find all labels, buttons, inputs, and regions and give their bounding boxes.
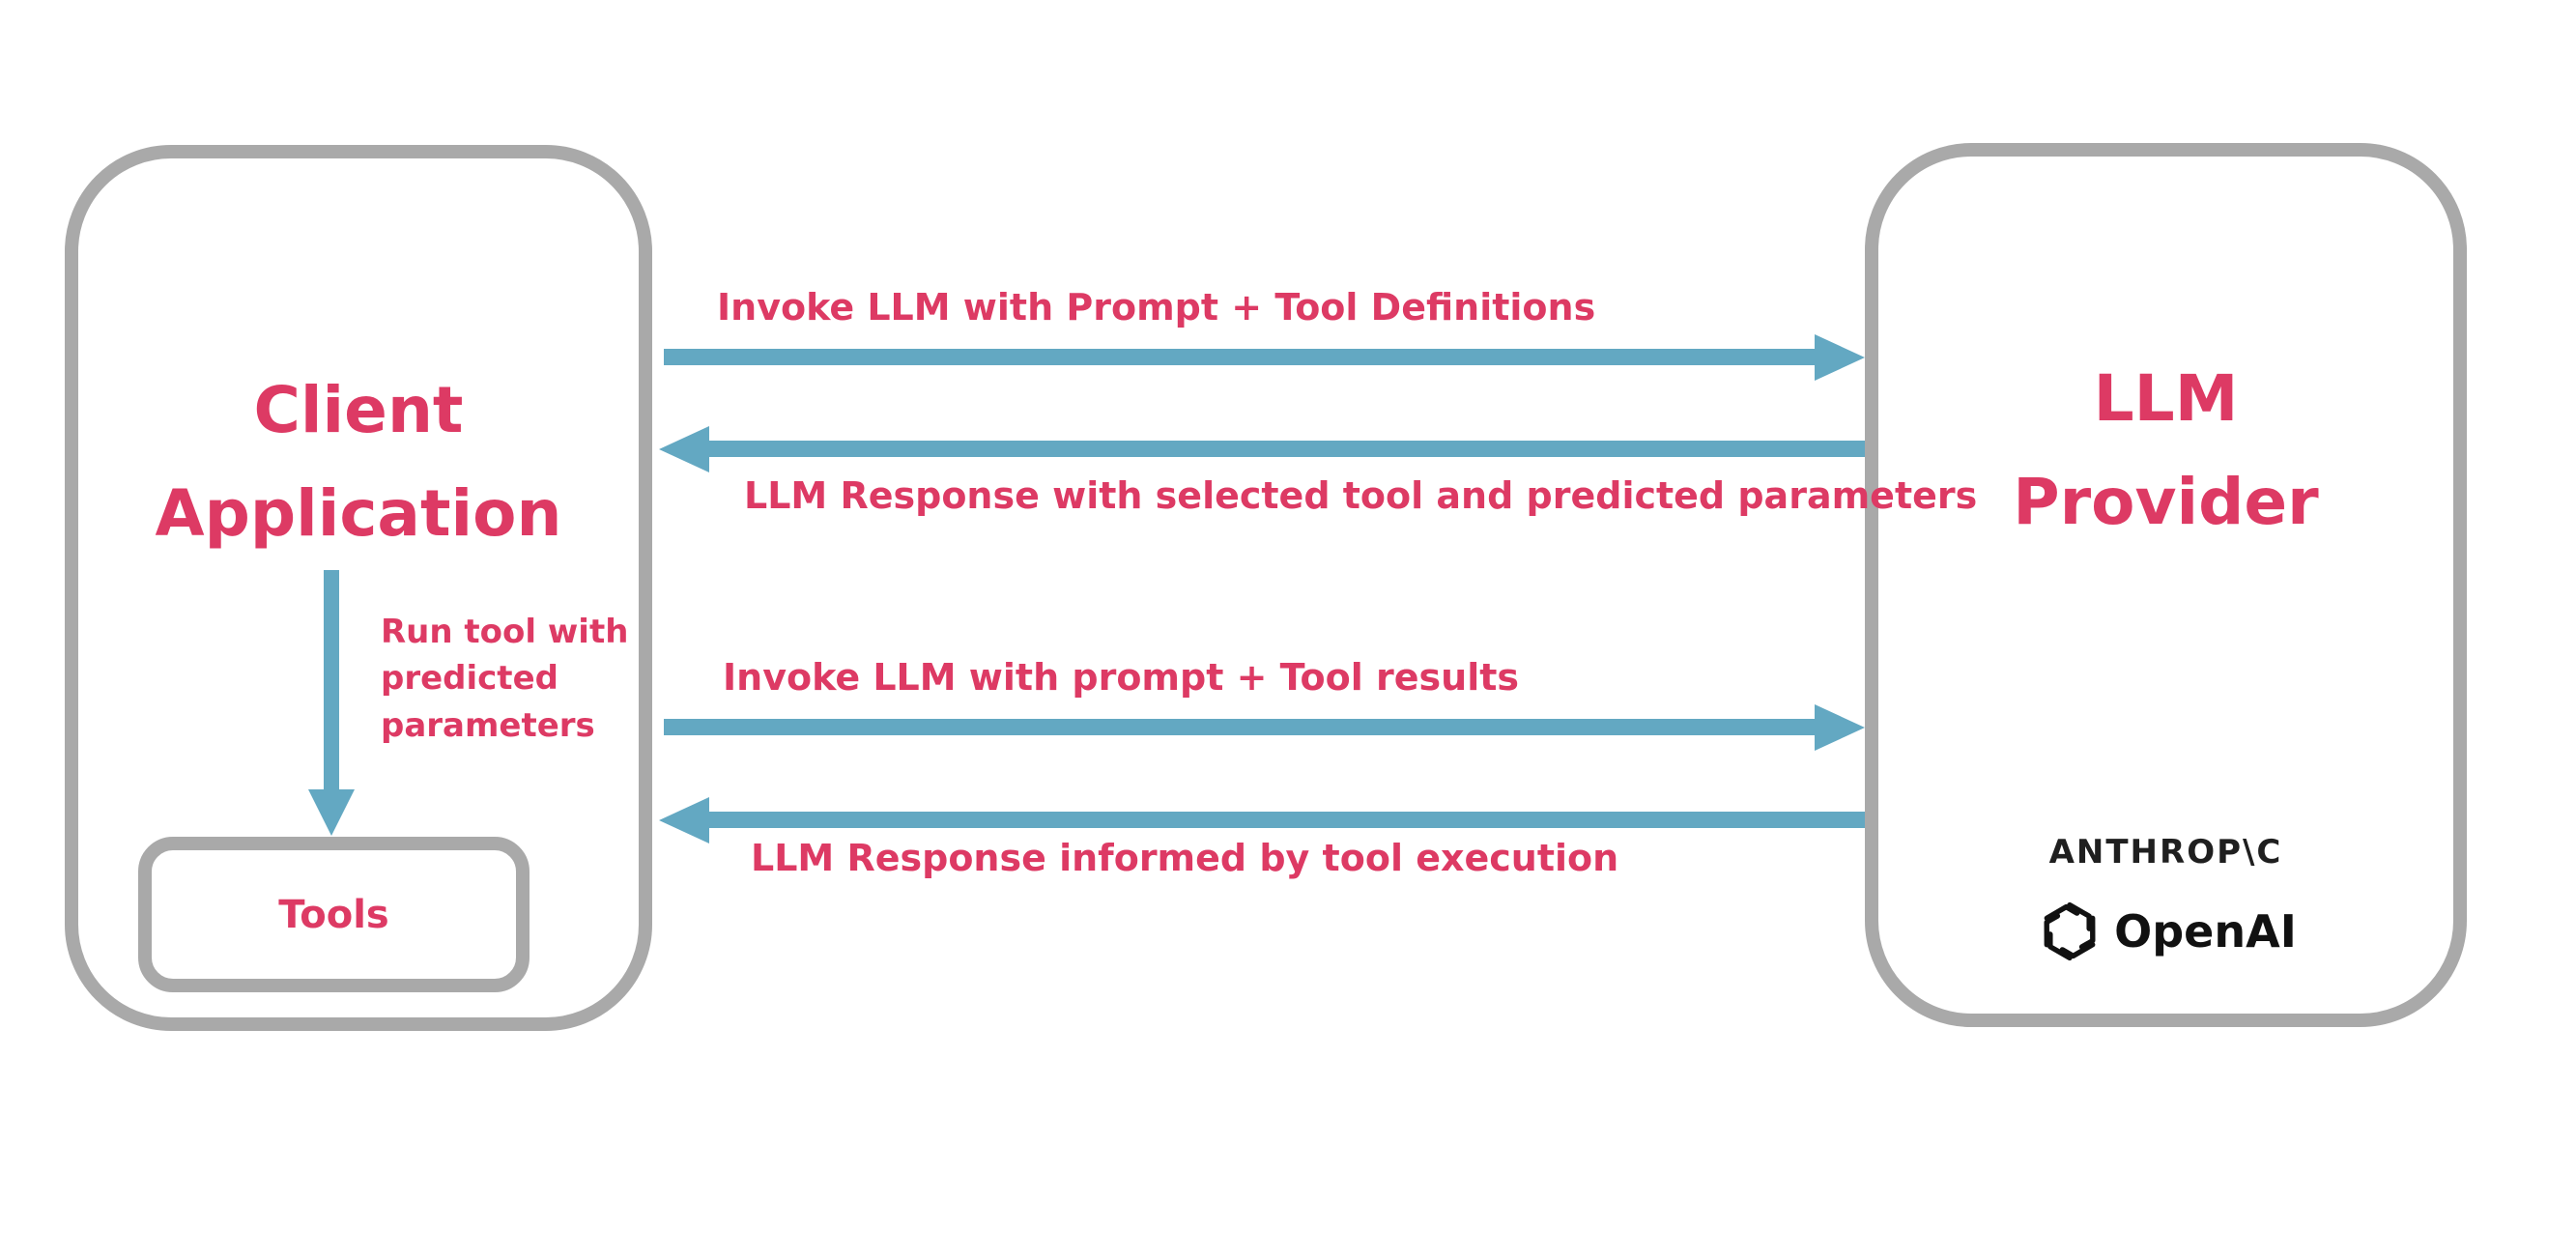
flow4-arrow-head — [659, 797, 709, 843]
llm-provider-title: LLM Provider — [1865, 348, 2467, 555]
tools-box: Tools — [138, 837, 530, 992]
flow3-arrow-shaft — [664, 719, 1815, 735]
client-application-title: Client Application — [65, 359, 652, 566]
flow-label-invoke-definitions: Invoke LLM with Prompt + Tool Definition… — [717, 286, 1596, 329]
openai-blossom-icon — [2035, 897, 2104, 966]
tools-label: Tools — [278, 892, 389, 937]
flow1-arrow-shaft — [664, 349, 1815, 365]
run-tool-label: Run tool with predicted parameters — [381, 613, 629, 745]
flow3-arrow-head — [1815, 704, 1865, 751]
client-title-line1: Client — [253, 373, 464, 447]
flow1-arrow-head — [1815, 334, 1865, 381]
arrow-down-shaft — [324, 570, 339, 789]
arrow-down-head — [308, 789, 355, 836]
llm-title-line1: LLM — [2093, 361, 2239, 436]
flow4-arrow-shaft — [709, 812, 1865, 828]
openai-logo: OpenAI — [1865, 897, 2467, 966]
client-title-line2: Application — [155, 475, 562, 551]
flow2-arrow-shaft — [709, 441, 1865, 457]
llm-title-line2: Provider — [2013, 464, 2319, 539]
flow-label-response-selected-tool: LLM Response with selected tool and pred… — [744, 474, 1978, 517]
flow-label-invoke-results: Invoke LLM with prompt + Tool results — [723, 656, 1520, 699]
flow-label-response-informed: LLM Response informed by tool execution — [751, 837, 1619, 879]
llm-provider-box — [1865, 143, 2467, 1027]
flow2-arrow-head — [659, 426, 709, 472]
openai-wordmark: OpenAI — [2114, 905, 2297, 958]
anthropic-logo: ANTHROP\C — [2048, 833, 2283, 872]
